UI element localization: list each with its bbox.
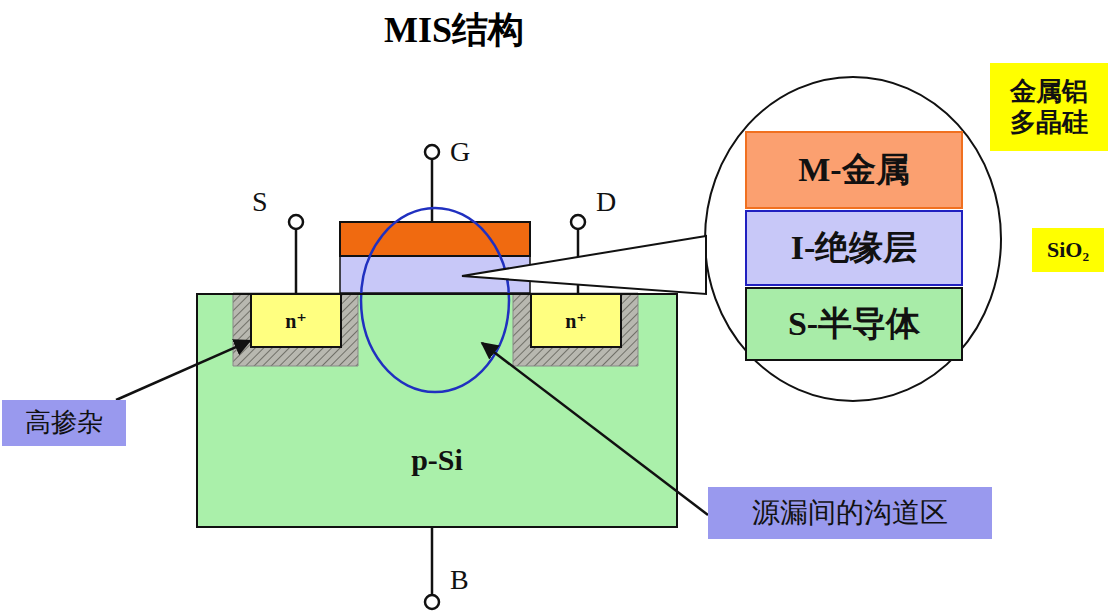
node-text: SiO₂ (1047, 237, 1089, 263)
semiconductor-layer: S-半导体 (745, 287, 963, 361)
node-text: S-半导体 (788, 304, 920, 345)
node-text: I-绝缘层 (791, 228, 918, 269)
node-text: 源漏间的沟道区 (752, 496, 948, 530)
terminal-label: D (596, 188, 616, 216)
node-text: n⁺ (565, 309, 587, 333)
material-note: 金属铝 多晶硅 (990, 63, 1108, 151)
terminal-label: G (450, 138, 470, 166)
leader-line (482, 343, 708, 515)
node-text: M-金属 (798, 150, 909, 191)
zoom-ellipse (705, 77, 1001, 401)
diffusion-edge (233, 293, 358, 366)
n-plus-region: n⁺ (530, 293, 622, 348)
node-text: n⁺ (285, 309, 307, 333)
node-text: p-Si (411, 442, 463, 478)
node-text: 金属铝 多晶硅 (1007, 76, 1090, 138)
title: MIS结构 (384, 12, 524, 48)
substrate-fill (196, 293, 678, 528)
terminals (289, 145, 585, 609)
callout-box: 高掺杂 (2, 400, 126, 446)
node-text: 高掺杂 (25, 407, 103, 438)
material-note: SiO₂ (1032, 228, 1104, 272)
insulator-layer: I-绝缘层 (745, 210, 963, 286)
gate-metal (340, 222, 530, 256)
diffusion-edge (513, 293, 638, 366)
terminal-label: S (252, 188, 268, 216)
zoom-circle (361, 208, 509, 392)
n-plus-region: n⁺ (250, 293, 342, 348)
substrate: p-Si n⁺ n⁺ (196, 293, 678, 528)
metal-layer: M-金属 (745, 131, 963, 209)
terminal-label: B (450, 566, 469, 594)
arrow-connector (116, 341, 250, 400)
zoom-pointer (462, 236, 706, 294)
callout-box: 源漏间的沟道区 (708, 487, 992, 539)
